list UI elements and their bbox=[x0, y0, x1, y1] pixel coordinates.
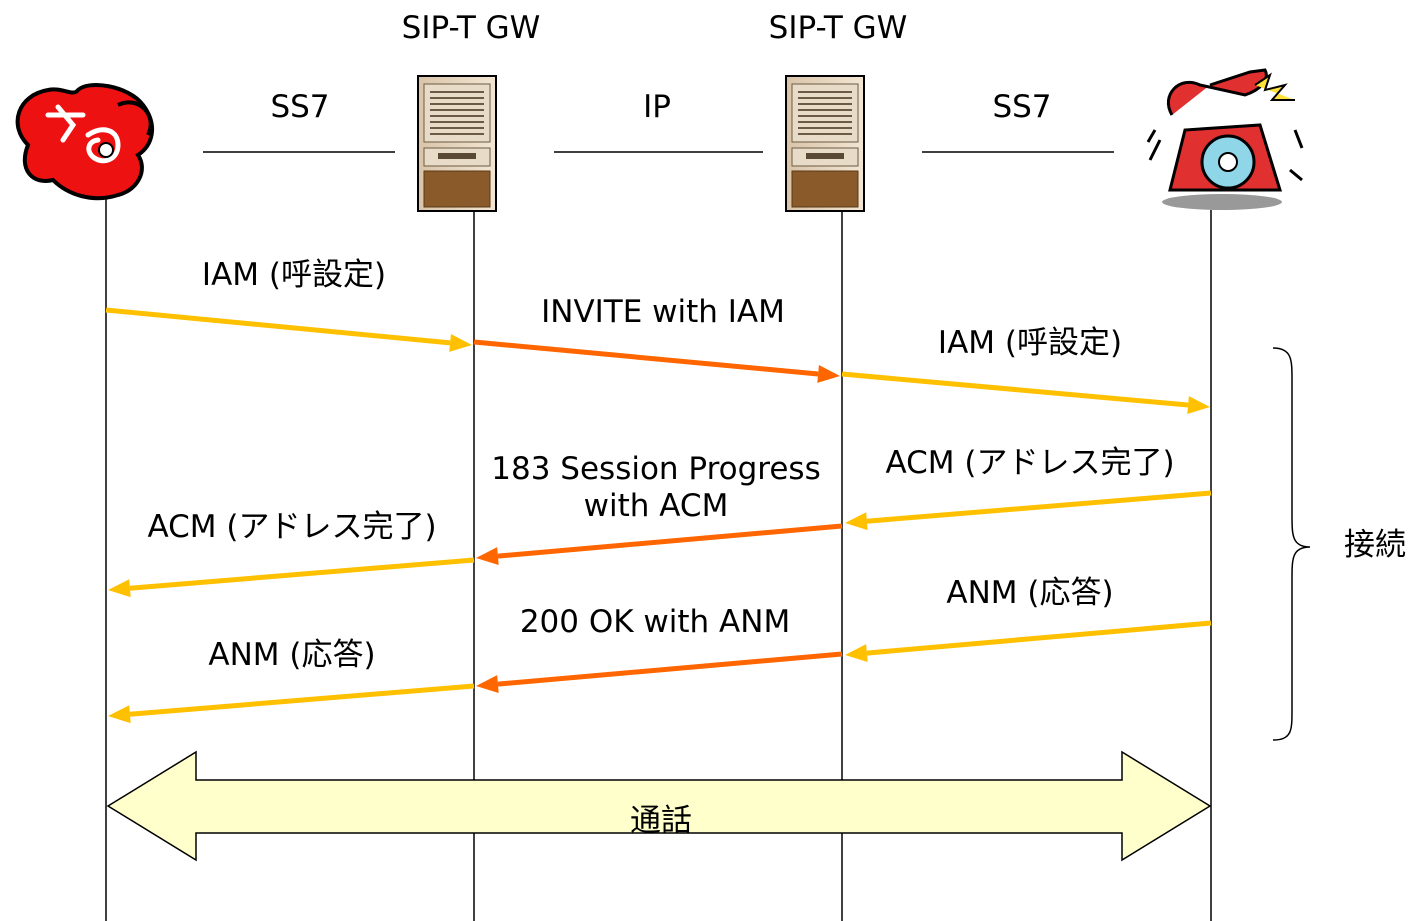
message-arrowhead-6 bbox=[108, 579, 131, 598]
message-arrowhead-4 bbox=[845, 512, 868, 531]
server-tower-icon bbox=[417, 75, 497, 212]
segment-label-ss7-right: SS7 bbox=[992, 89, 1052, 125]
message-arrowhead-9 bbox=[108, 705, 131, 724]
message-arrow-8 bbox=[497, 651, 843, 687]
message-arrow-5 bbox=[497, 523, 843, 559]
message-arrow-3 bbox=[841, 371, 1189, 408]
message-arrow-7 bbox=[866, 620, 1212, 656]
message-label-anm-2: ANM (応答) bbox=[208, 637, 376, 673]
message-arrowhead-5 bbox=[476, 547, 499, 566]
message-label-iam-1: IAM (呼設定) bbox=[201, 257, 387, 293]
message-label-iam-2: IAM (呼設定) bbox=[937, 325, 1123, 361]
message-arrow-4 bbox=[866, 490, 1212, 524]
message-label-183: 183 Session Progress with ACM bbox=[491, 451, 820, 525]
connection-phase-brace bbox=[1272, 347, 1311, 741]
gateway-right-title: SIP-T GW bbox=[768, 10, 908, 46]
message-arrowhead-3 bbox=[1187, 396, 1210, 414]
call-label: 通話 bbox=[630, 803, 692, 839]
gateway-left-title: SIP-T GW bbox=[401, 10, 541, 46]
red-rotary-phone-icon bbox=[15, 83, 154, 201]
message-label-acm-2: ACM (アドレス完了) bbox=[147, 509, 437, 545]
message-label-invite: INVITE with IAM bbox=[541, 294, 785, 330]
segment-label-ss7-left: SS7 bbox=[270, 89, 330, 125]
call-double-arrow bbox=[106, 750, 1212, 862]
message-label-200ok: 200 OK with ANM bbox=[519, 604, 791, 640]
message-arrowhead-2 bbox=[817, 365, 840, 383]
message-arrow-6 bbox=[129, 557, 475, 591]
message-label-acm-1: ACM (アドレス完了) bbox=[885, 445, 1175, 481]
segment-label-ip: IP bbox=[643, 89, 671, 125]
message-label-183-line2: with ACM bbox=[583, 488, 729, 525]
message-arrowhead-7 bbox=[845, 644, 868, 663]
connection-phase-label: 接続 bbox=[1344, 527, 1406, 563]
message-label-anm-1: ANM (応答) bbox=[946, 575, 1114, 611]
ringing-phone-icon bbox=[1146, 68, 1304, 210]
message-arrow-2 bbox=[473, 339, 819, 377]
message-arrowhead-1 bbox=[449, 333, 472, 352]
message-arrowhead-8 bbox=[476, 675, 499, 694]
message-arrow-1 bbox=[105, 307, 451, 346]
message-arrow-9 bbox=[129, 683, 475, 717]
message-label-183-line1: 183 Session Progress bbox=[491, 451, 821, 487]
server-tower-icon bbox=[785, 75, 865, 212]
